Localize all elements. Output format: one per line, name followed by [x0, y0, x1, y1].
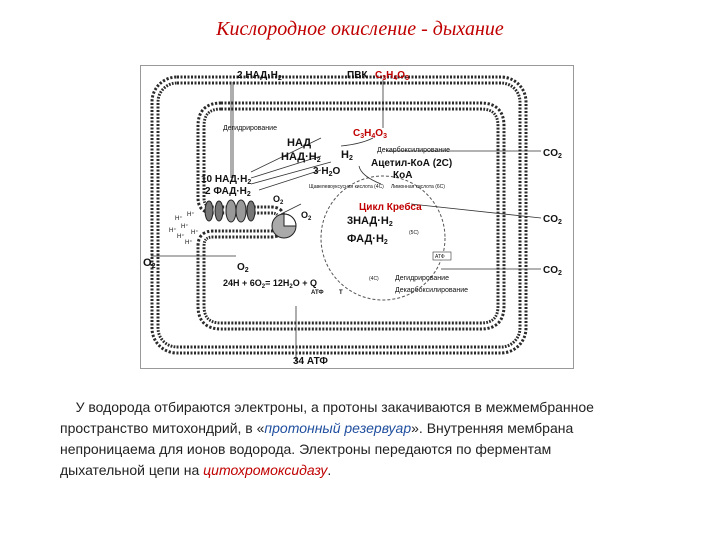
label-equation: 24Н + 6O2= 12Н2O + Q	[223, 278, 317, 290]
caption-proton-reservoir: протонный резервуар	[264, 420, 412, 436]
h-plus-ion: Н⁺	[191, 229, 199, 236]
caption-line-4-a: дыхательной цепи на	[60, 462, 204, 478]
pathway-arrows	[151, 80, 542, 362]
inner-membrane	[196, 101, 506, 331]
label-equation-atp: АТФ	[311, 290, 324, 296]
label-dehydrogenation-top: Дегидрирование	[223, 125, 277, 132]
label-decarboxylation-top: Декарбоксилирование	[377, 146, 450, 154]
h-plus-ion: Н⁺	[177, 233, 185, 240]
mitochondria-diagram: Н⁺ Н⁺ Н⁺ Н⁺ Н⁺ Н⁺ Н⁺	[140, 65, 574, 369]
label-34atp: 34 АТФ	[293, 356, 328, 367]
label-4c: (4С)	[369, 276, 379, 282]
caption-line-2: пространство митохондрий, в «протонный р…	[60, 418, 690, 439]
label-h2-mid: Н2	[341, 149, 353, 162]
label-nadh2-mid: НАД·Н2	[281, 151, 321, 164]
label-10nadh2: 10 НАД·Н2	[201, 174, 251, 186]
krebs-cycle-circle	[320, 175, 446, 301]
label-atp-small: АТФ	[435, 254, 445, 260]
h-plus-ion: Н⁺	[175, 215, 183, 222]
label-krebs-cycle: Цикл Кребса	[359, 201, 422, 213]
label-coa: КоА	[393, 170, 412, 181]
label-o2-mid: O2	[237, 262, 249, 274]
label-dehydrogenation-bottom: Дегидрирование	[395, 275, 449, 282]
atp-synthase	[271, 213, 297, 239]
label-pvk: ПВК	[347, 70, 368, 81]
label-o2-right: O2	[301, 210, 312, 222]
caption-line-1: У водорода отбираются электроны, а прото…	[60, 397, 690, 418]
label-decarboxylation-bottom: Декарбоксилирование	[395, 286, 468, 294]
caption-line-4: дыхательной цепи на цитохромоксидазу.	[60, 460, 690, 481]
label-co2-2: CO2	[543, 214, 562, 226]
atp-box	[432, 251, 452, 261]
label-pvk-inner: C3H4O3	[353, 128, 387, 140]
label-oxaloacetic: Щавелевоуксусная кислота (4С)	[309, 184, 384, 190]
label-citric: Лимонная кислота (6С)	[391, 184, 445, 190]
h-plus-ion: Н⁺	[181, 223, 189, 230]
caption-line-4-b: .	[327, 462, 332, 478]
label-equation-t: Т	[339, 290, 343, 296]
diagram-canvas: Н⁺ Н⁺ Н⁺ Н⁺ Н⁺ Н⁺ Н⁺	[143, 70, 562, 367]
label-2fadh2: 2 ФАД·Н2	[205, 186, 251, 198]
label-o2-small: O2	[273, 194, 284, 206]
h-plus-ion: Н⁺	[185, 239, 193, 246]
h-plus-ion: Н⁺	[187, 211, 195, 218]
slide-title: Кислородное окисление - дыхание	[216, 18, 504, 40]
caption-cytochrome-oxidase: цитохромоксидазу	[203, 462, 328, 478]
outer-membrane	[150, 75, 528, 355]
label-3nadh2: 3НАД·Н2	[347, 215, 393, 228]
electron-transport-complexes	[204, 199, 256, 223]
caption-line-2-a: пространство митохондрий, в «	[60, 420, 265, 436]
label-2nadh2: 2 НАД·Н2	[237, 70, 282, 82]
label-fadh2: ФАД·Н2	[347, 233, 388, 246]
caption-line-3: непроницаема для ионов водорода. Электро…	[60, 441, 552, 457]
caption-line-2-b: ». Внутренняя мембрана	[411, 420, 574, 436]
label-acetyl-coa: Ацетил-КоА (2С)	[371, 158, 452, 169]
label-3h2o: 3 Н2O	[313, 166, 340, 178]
proton-ions: Н⁺ Н⁺ Н⁺ Н⁺ Н⁺ Н⁺ Н⁺	[169, 211, 199, 246]
caption-line-1-text: У водорода отбираются электроны, а прото…	[75, 399, 594, 415]
label-o2-left: O2	[143, 257, 156, 270]
label-pvk-formula: C3H4O3	[375, 70, 409, 82]
label-5c: (5С)	[409, 230, 419, 236]
label-co2-3: CO2	[543, 265, 562, 277]
h-plus-ion: Н⁺	[169, 227, 177, 234]
label-nad: НАД	[287, 137, 311, 149]
caption-text: У водорода отбираются электроны, а прото…	[60, 397, 690, 481]
label-co2-1: CO2	[543, 148, 562, 160]
